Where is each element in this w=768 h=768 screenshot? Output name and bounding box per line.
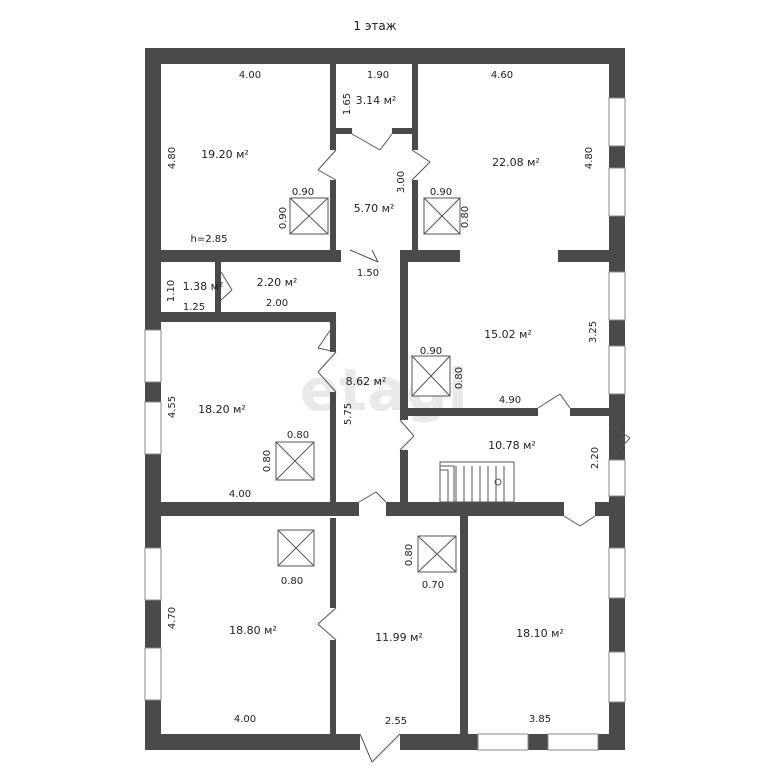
area-room-bottom-right: 18.10 м² [516,627,564,640]
area-room-small-2: 2.20 м² [257,276,298,289]
dim-shaft-1-w: 0.90 [292,187,314,198]
dim-shaft-2-d: 0.80 [460,206,471,228]
dim-shaft-6-w: 0.70 [422,580,444,591]
floor-title: 1 этаж [353,19,396,33]
dim-small-1-width: 1.25 [183,302,205,313]
dim-small-1-height: 1.10 [166,280,177,302]
dim-mid-left-height: 4.55 [167,396,178,418]
dim-bottom-left-height: 4.70 [167,607,178,629]
area-room-mid-right: 15.02 м² [484,328,532,341]
dim-shaft-6-d: 0.80 [404,544,415,566]
dim-mid-left-width: 4.00 [229,489,251,500]
dim-shaft-5-w: 0.80 [281,576,303,587]
dim-corridor-height: 5.75 [343,403,354,425]
dim-wc-height: 1.65 [342,93,353,115]
doors [220,133,631,763]
dim-top-right-width: 4.60 [491,70,513,81]
area-room-bottom-left: 18.80 м² [229,624,277,637]
dim-small-2-height: 1.50 [357,268,379,279]
dim-shaft-4-d: 0.80 [454,367,465,389]
area-room-stairs: 10.78 м² [488,439,536,452]
ventilation-shafts [275,197,461,573]
area-room-wc: 3.14 м² [356,94,397,107]
dim-wc-width: 1.90 [367,70,389,81]
dim-shaft-3-w: 0.80 [287,430,309,441]
staircase [439,461,515,503]
dim-shaft-4-w: 0.90 [420,346,442,357]
dim-shaft-2-w: 0.90 [430,187,452,198]
area-room-corridor: 8.62 м² [346,375,387,388]
area-room-bottom-mid: 11.99 м² [375,631,423,644]
dim-stairs-height: 2.20 [590,447,601,469]
dim-bottom-mid-width: 2.55 [385,716,407,727]
area-room-small-1: 1.38 м² [183,280,224,293]
dim-hall-top-height: 3.00 [396,171,407,193]
dim-bottom-right-width: 3.85 [529,714,551,725]
dim-mid-right-height: 3.25 [588,321,599,343]
area-room-top-right: 22.08 м² [492,156,540,169]
dim-shaft-3-d: 0.80 [262,450,273,472]
area-room-top-left: 19.20 м² [201,148,249,161]
dimension-labels: 4.00 4.80 h=2.85 0.90 0.90 1.90 1.65 3.0… [166,70,601,727]
dim-mid-right-width: 4.90 [499,395,521,406]
dim-small-2-width: 2.00 [266,298,288,309]
area-room-mid-left: 18.20 м² [198,403,246,416]
area-room-hall-top: 5.70 м² [354,202,395,215]
dim-ceiling-height: h=2.85 [191,234,228,245]
dim-top-left-height: 4.80 [167,147,178,169]
dim-bottom-left-width: 4.00 [234,714,256,725]
dim-top-right-height: 4.80 [584,147,595,169]
dim-shaft-1-d: 0.90 [278,207,289,229]
windows [144,97,626,751]
area-labels: 19.20 м² 3.14 м² 5.70 м² 22.08 м² 1.38 м… [183,94,564,644]
dim-top-left-width: 4.00 [239,70,261,81]
